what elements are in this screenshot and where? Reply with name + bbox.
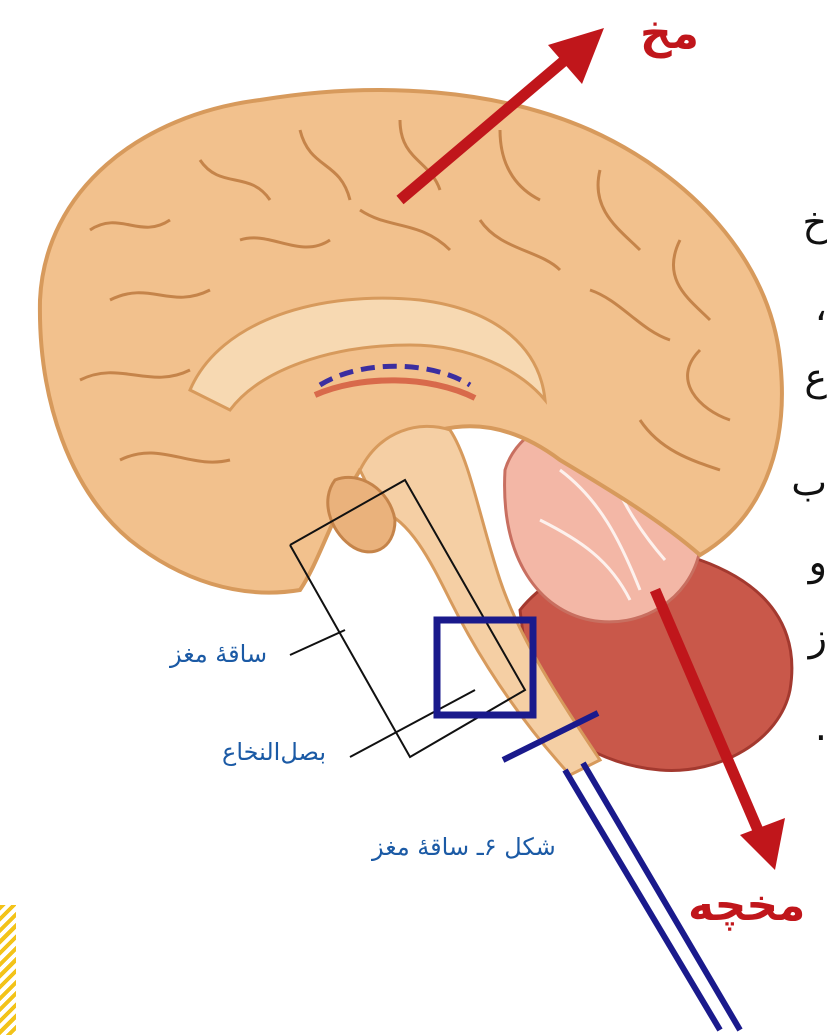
- side-char: ،: [815, 285, 827, 329]
- side-char: و: [809, 540, 827, 584]
- side-char: .: [815, 705, 827, 749]
- decorative-stripe: [0, 905, 16, 1035]
- brainstem-label: ساقهٔ مغز: [170, 640, 267, 668]
- side-char: ب: [791, 460, 827, 504]
- medulla-label: بصل‌النخاع: [222, 738, 326, 766]
- cerebellum-label: مخچه: [688, 880, 805, 931]
- cerebrum-label: مخ: [640, 8, 699, 59]
- figure-caption: شکل ۶ـ ساقهٔ مغز: [372, 833, 556, 861]
- side-char: ز: [809, 615, 827, 659]
- side-char: خ: [802, 200, 827, 244]
- side-char: ع: [804, 355, 827, 399]
